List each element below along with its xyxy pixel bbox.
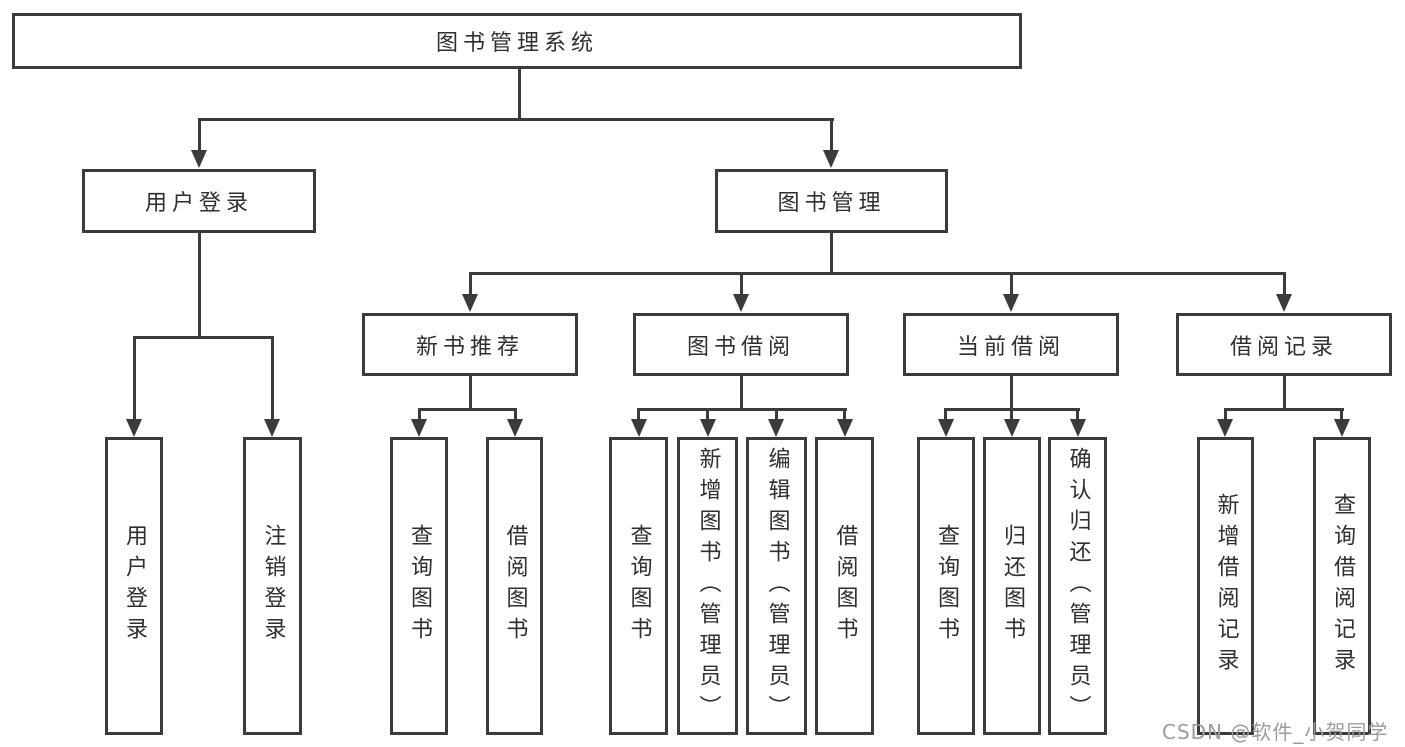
leaf-logout-label: 注销登录	[260, 524, 286, 648]
connector-to-leaf	[1010, 408, 1013, 422]
arrowhead-down-icon	[733, 294, 749, 312]
arrowhead-down-icon	[1004, 419, 1020, 437]
connector-book-mgmt-stem	[830, 232, 833, 275]
leaf-query-book-recommend-label: 查询图书	[407, 524, 432, 648]
node-current-borrow: 当前借阅	[903, 313, 1119, 376]
leaf-query-borrow-record: 查询借阅记录	[1313, 437, 1371, 735]
connector-to-leaf	[1224, 408, 1227, 422]
arrowhead-down-icon	[507, 419, 523, 437]
leaf-borrow-book-borrow-label: 借阅图书	[832, 524, 858, 648]
connector-to-leaf	[514, 408, 517, 422]
connector-to-leaf-user-login	[133, 336, 136, 421]
leaf-borrow-book-recommend: 借阅图书	[486, 437, 543, 735]
connector-to-leaf	[637, 408, 640, 422]
connector-to-leaf	[706, 408, 709, 422]
leaf-user-login: 用户登录	[105, 437, 163, 735]
leaf-confirm-return-admin: 确认归还（管理员）	[1048, 437, 1107, 735]
node-user-login: 用户登录	[82, 169, 316, 233]
node-book-management: 图书管理	[715, 169, 948, 233]
leaf-query-book-current: 查询图书	[917, 437, 975, 735]
connector-new-book-rail	[418, 408, 517, 411]
arrowhead-down-icon	[1003, 294, 1019, 312]
arrowhead-down-icon	[938, 419, 954, 437]
connector-root-rail	[198, 118, 834, 121]
arrowhead-down-icon	[700, 419, 716, 437]
connector-to-leaf	[1340, 408, 1343, 422]
arrowhead-down-icon	[823, 150, 839, 168]
connector-book-borrow-rail	[638, 408, 847, 411]
connector-to-leaf-logout	[271, 336, 274, 421]
arrowhead-down-icon	[411, 419, 427, 437]
arrowhead-down-icon	[1070, 419, 1086, 437]
leaf-query-book-recommend: 查询图书	[390, 437, 448, 735]
watermark: CSDN @软件_小贺同学	[1162, 720, 1389, 744]
node-root: 图书管理系统	[12, 13, 1022, 69]
node-new-book-recommend: 新书推荐	[362, 313, 578, 376]
leaf-query-borrow-record-label: 查询借阅记录	[1330, 493, 1355, 679]
connector-new-book-stem	[469, 375, 472, 411]
arrowhead-down-icon	[1276, 294, 1292, 312]
arrowhead-down-icon	[1334, 419, 1350, 437]
leaf-query-book-borrow-label: 查询图书	[626, 524, 652, 648]
leaf-add-book-admin-label: 新增图书（管理员）	[695, 446, 721, 726]
connector-current-borrow-stem	[1010, 375, 1013, 411]
connector-user-login-stem	[198, 232, 201, 339]
leaf-add-borrow-record: 新增借阅记录	[1197, 437, 1254, 735]
connector-to-book-borrow	[740, 272, 743, 296]
arrowhead-down-icon	[462, 294, 478, 312]
connector-book-borrow-stem	[740, 375, 743, 411]
leaf-add-borrow-record-label: 新增借阅记录	[1213, 493, 1239, 679]
arrowhead-down-icon	[126, 419, 142, 437]
connector-user-login-rail	[133, 336, 274, 339]
node-book-borrow: 图书借阅	[633, 313, 849, 376]
connector-book-mgmt-rail	[469, 272, 1286, 275]
connector-root-to-user-login	[198, 118, 201, 152]
connector-to-leaf	[944, 408, 947, 422]
connector-to-leaf	[1076, 408, 1079, 422]
leaf-return-book-label: 归还图书	[1000, 524, 1025, 648]
leaf-borrow-book-recommend-label: 借阅图书	[502, 524, 528, 648]
connector-to-borrow-record	[1283, 272, 1286, 296]
arrowhead-down-icon	[837, 419, 853, 437]
leaf-edit-book-admin-label: 编辑图书（管理员）	[764, 446, 790, 726]
leaf-logout: 注销登录	[243, 437, 302, 735]
leaf-query-book-borrow: 查询图书	[609, 437, 668, 735]
connector-to-leaf	[418, 408, 421, 422]
arrowhead-down-icon	[1217, 419, 1233, 437]
leaf-query-book-current-label: 查询图书	[934, 524, 959, 648]
arrowhead-down-icon	[768, 419, 784, 437]
leaf-edit-book-admin: 编辑图书（管理员）	[746, 437, 807, 735]
connector-root-stem	[518, 67, 521, 120]
leaf-user-login-label: 用户登录	[122, 524, 147, 648]
arrowhead-down-icon	[631, 419, 647, 437]
connector-to-new-book-recommend	[469, 272, 472, 296]
connector-to-current-borrow	[1010, 272, 1013, 296]
leaf-confirm-return-admin-label: 确认归还（管理员）	[1065, 446, 1091, 726]
connector-root-to-book-mgmt	[830, 118, 833, 152]
leaf-borrow-book-borrow: 借阅图书	[815, 437, 874, 735]
arrowhead-down-icon	[191, 150, 207, 168]
node-borrow-record: 借阅记录	[1176, 313, 1392, 376]
connector-borrow-record-rail	[1224, 408, 1344, 411]
arrowhead-down-icon	[264, 419, 280, 437]
leaf-add-book-admin: 新增图书（管理员）	[677, 437, 738, 735]
leaf-return-book: 归还图书	[983, 437, 1041, 735]
connector-borrow-record-stem	[1283, 375, 1286, 411]
connector-to-leaf	[843, 408, 846, 422]
connector-to-leaf	[775, 408, 778, 422]
